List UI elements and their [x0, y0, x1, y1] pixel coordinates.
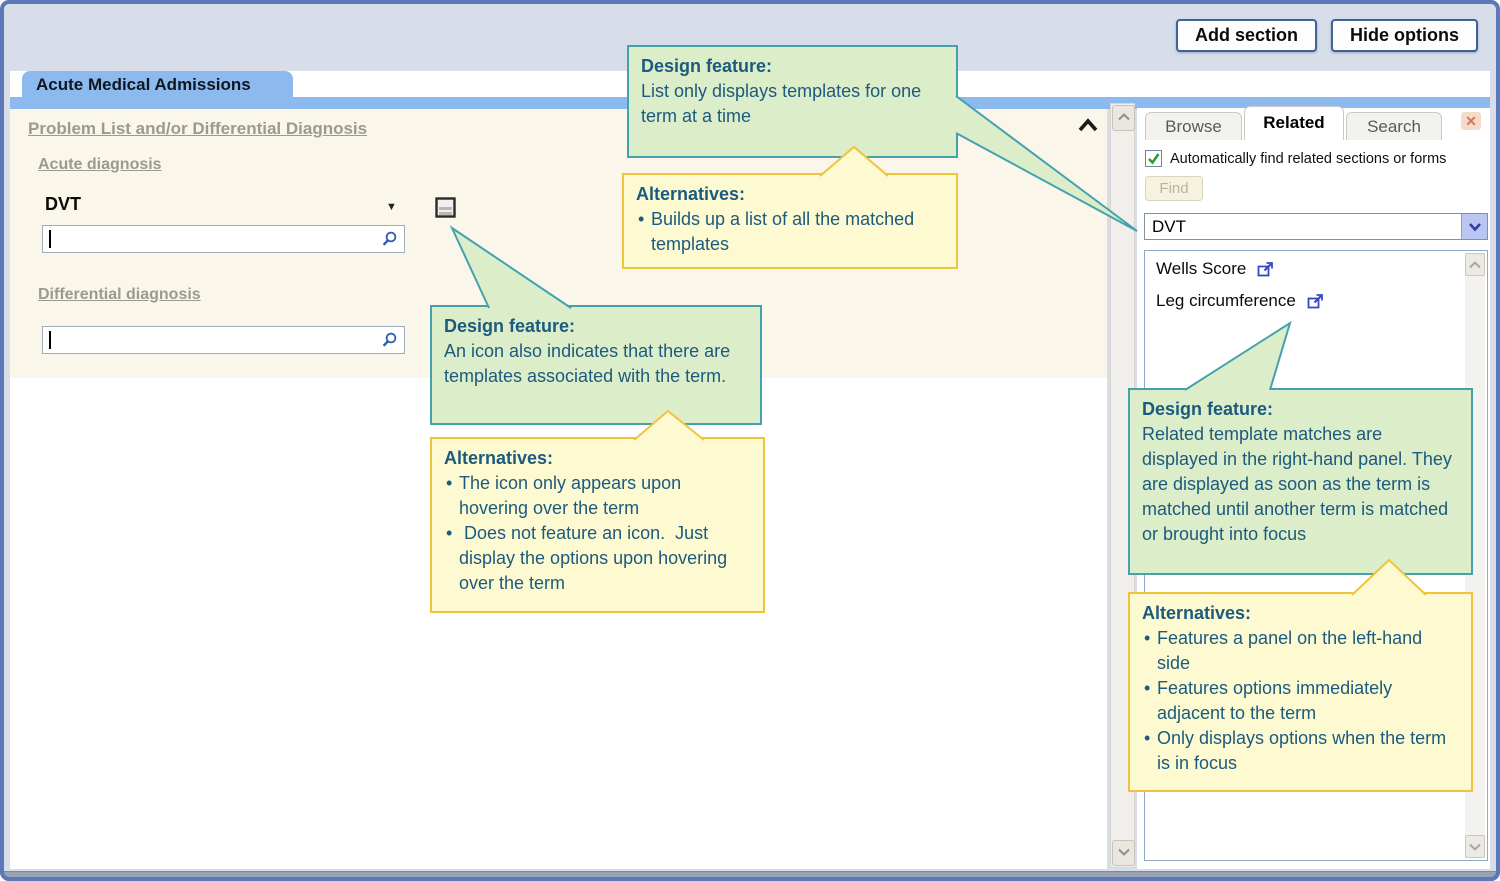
- search-icon[interactable]: [380, 230, 398, 253]
- checkbox-check-icon: [1148, 153, 1160, 165]
- scroll-down-button[interactable]: [1465, 835, 1485, 858]
- callout-alternatives-icon: Alternatives: The icon only appears upon…: [430, 437, 765, 613]
- external-link-icon[interactable]: [1256, 260, 1275, 279]
- auto-find-checkbox[interactable]: [1145, 150, 1162, 167]
- section-heading: Problem List and/or Differential Diagnos…: [28, 119, 368, 138]
- acute-diagnosis-search-input[interactable]: [42, 225, 405, 253]
- callout-alternatives-panel: Alternatives: Features a panel on the le…: [1128, 592, 1473, 792]
- callout-body: An icon also indicates that there are te…: [444, 341, 736, 386]
- callout-title: Design feature:: [444, 316, 576, 336]
- list-item[interactable]: Wells Score: [1156, 259, 1275, 279]
- scroll-down-button[interactable]: [1112, 840, 1135, 866]
- term-combobox-value: DVT: [1152, 217, 1186, 236]
- callout-bullet: Only displays options when the term is i…: [1142, 726, 1459, 776]
- text-cursor: [49, 230, 51, 248]
- callout-bullet: Features a panel on the left-hand side: [1142, 626, 1459, 676]
- matched-term-value[interactable]: DVT: [45, 194, 81, 214]
- callout-design-feature-icon: Design feature: An icon also indicates t…: [430, 305, 762, 425]
- callout-title: Alternatives:: [444, 448, 554, 468]
- text-cursor: [49, 331, 51, 349]
- result-label: Leg circumference: [1156, 291, 1296, 310]
- external-link-icon[interactable]: [1306, 292, 1325, 311]
- callout-title: Alternatives:: [1142, 603, 1252, 623]
- add-section-button[interactable]: Add section: [1175, 19, 1317, 52]
- callout-body: Related template matches are displayed i…: [1142, 424, 1457, 544]
- callout-bullet: Does not feature an icon. Just display t…: [444, 521, 751, 596]
- callout-title: Alternatives:: [636, 184, 746, 204]
- tab-browse[interactable]: Browse: [1145, 112, 1242, 140]
- callout-body: List only displays templates for one ter…: [641, 81, 927, 126]
- find-button[interactable]: Find: [1145, 176, 1203, 201]
- callout-design-feature-panel: Design feature: Related template matches…: [1128, 388, 1473, 575]
- tab-search[interactable]: Search: [1346, 112, 1442, 140]
- differential-diagnosis-heading: Differential diagnosis: [38, 286, 201, 303]
- term-combobox[interactable]: DVT: [1144, 213, 1488, 240]
- callout-title: Design feature:: [641, 56, 773, 76]
- list-item[interactable]: Leg circumference: [1156, 291, 1325, 311]
- template-indicator-icon[interactable]: [435, 197, 456, 218]
- scroll-up-button[interactable]: [1112, 105, 1135, 131]
- combobox-dropdown-button[interactable]: [1461, 214, 1487, 239]
- result-label: Wells Score: [1156, 259, 1247, 278]
- close-icon[interactable]: ✕: [1461, 112, 1481, 130]
- search-icon[interactable]: [380, 331, 398, 354]
- tab-related[interactable]: Related: [1244, 106, 1344, 140]
- auto-find-row: Automatically find related sections or f…: [1145, 150, 1486, 170]
- callout-design-feature-list: Design feature: List only displays templ…: [627, 45, 958, 158]
- chevron-down-icon: [1468, 223, 1481, 232]
- differential-diagnosis-search-input[interactable]: [42, 326, 405, 354]
- scroll-up-button[interactable]: [1465, 253, 1485, 276]
- hide-options-button[interactable]: Hide options: [1331, 19, 1478, 52]
- collapse-section-icon[interactable]: [1076, 117, 1100, 135]
- acute-diagnosis-heading: Acute diagnosis: [38, 156, 162, 173]
- callout-alternatives-list: Alternatives: Builds up a list of all th…: [622, 173, 958, 269]
- window-footer-bar: [0, 871, 1500, 881]
- callout-bullet: Features options immediately adjacent to…: [1142, 676, 1459, 726]
- tab-acute-medical-admissions[interactable]: Acute Medical Admissions: [22, 71, 293, 97]
- callout-bullet: The icon only appears upon hovering over…: [444, 471, 751, 521]
- auto-find-label: Automatically find related sections or f…: [1170, 151, 1447, 167]
- callout-title: Design feature:: [1142, 399, 1274, 419]
- callout-bullet: Builds up a list of all the matched temp…: [636, 207, 944, 257]
- term-dropdown-arrow-icon[interactable]: ▼: [386, 201, 397, 213]
